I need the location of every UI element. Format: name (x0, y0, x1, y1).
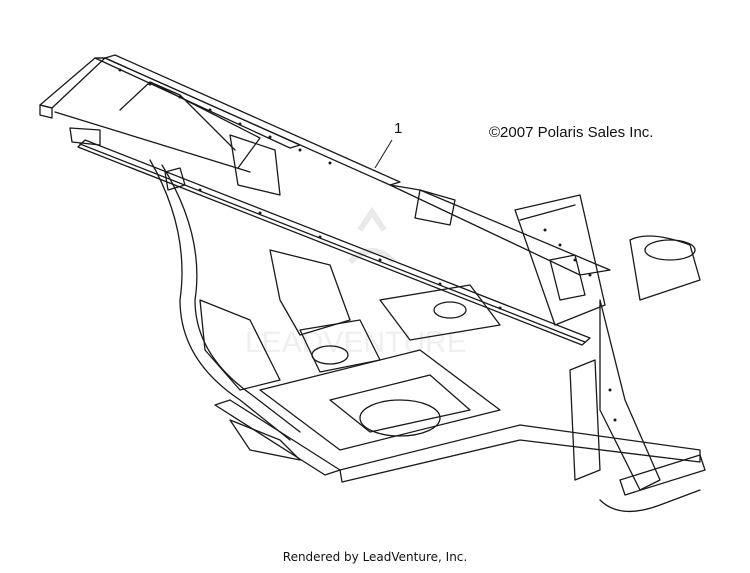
left-upper-rail (104, 54, 401, 186)
footer-credit: Rendered by LeadVenture, Inc. (282, 550, 468, 564)
upper-right-crossbars (389, 184, 611, 276)
main-longitudinal-tube (77, 139, 591, 346)
lower-frame-rails (214, 399, 706, 513)
front-upper-crossmember (39, 57, 301, 173)
right-rear-subframe (569, 235, 701, 491)
left-side-gusset-panel (199, 134, 351, 391)
copyright-notice: ©2007 Polaris Sales Inc. (489, 124, 654, 141)
left-down-tube (149, 159, 301, 441)
svg-text:LEADVENTURE: LEADVENTURE (245, 326, 467, 359)
callout-leader-line (374, 139, 393, 169)
watermark-logo: LEADVENTURE (245, 206, 467, 359)
floor-crossmembers (259, 284, 501, 451)
callout-number: 1 (394, 120, 403, 137)
mounting-holes (118, 68, 617, 422)
rear-shock-tower-plate (514, 194, 606, 326)
